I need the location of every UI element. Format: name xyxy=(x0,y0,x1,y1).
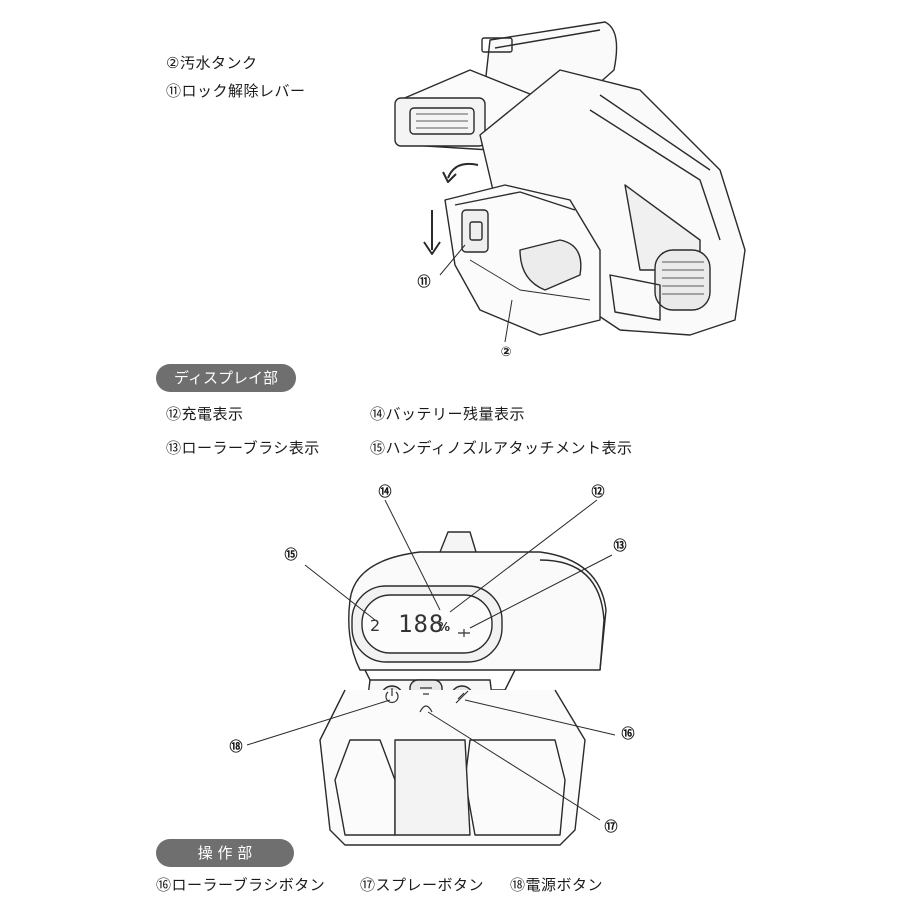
callout-16: ⑯ xyxy=(621,727,635,742)
operation-item-spray-button: ⑰スプレーボタン xyxy=(360,876,485,894)
operation-item-roller-brush-button: ⑯ローラーブラシボタン xyxy=(156,876,326,894)
callout-11: ⑪ xyxy=(417,275,431,290)
label-lock-release-lever: ⑪ロック解除レバー xyxy=(166,82,306,100)
callout-18: ⑱ xyxy=(229,740,243,755)
operation-item-power-button: ⑱電源ボタン xyxy=(510,876,604,894)
display-item-roller-brush: ⑬ローラーブラシ表示 xyxy=(166,439,320,457)
label-dirty-water-tank: ②汚水タンク xyxy=(166,54,258,72)
roller-brush-icon xyxy=(455,690,469,704)
lcd-mode-indicator: 2 xyxy=(370,616,381,635)
display-item-battery: ⑭バッテリー残量表示 xyxy=(370,405,526,423)
display-item-handy-nozzle: ⑮ハンディノズルアタッチメント表示 xyxy=(370,439,633,457)
callout-15: ⑮ xyxy=(284,548,298,563)
lcd-percent-sign: % xyxy=(438,620,451,634)
spray-icon xyxy=(419,687,433,713)
callout-17: ⑰ xyxy=(604,820,618,835)
callout-14: ⑭ xyxy=(378,485,392,500)
display-item-charging: ⑫充電表示 xyxy=(166,405,244,423)
operation-section-header: 操 作 部 xyxy=(156,839,294,867)
callout-2: ② xyxy=(500,345,512,360)
callout-13: ⑬ xyxy=(613,539,627,554)
lcd-battery-value: 188 xyxy=(398,610,445,638)
power-icon xyxy=(385,688,399,703)
lcd-plug-icon xyxy=(458,629,470,637)
display-section-header: ディスプレイ部 xyxy=(156,364,296,392)
callout-12: ⑫ xyxy=(591,485,605,500)
